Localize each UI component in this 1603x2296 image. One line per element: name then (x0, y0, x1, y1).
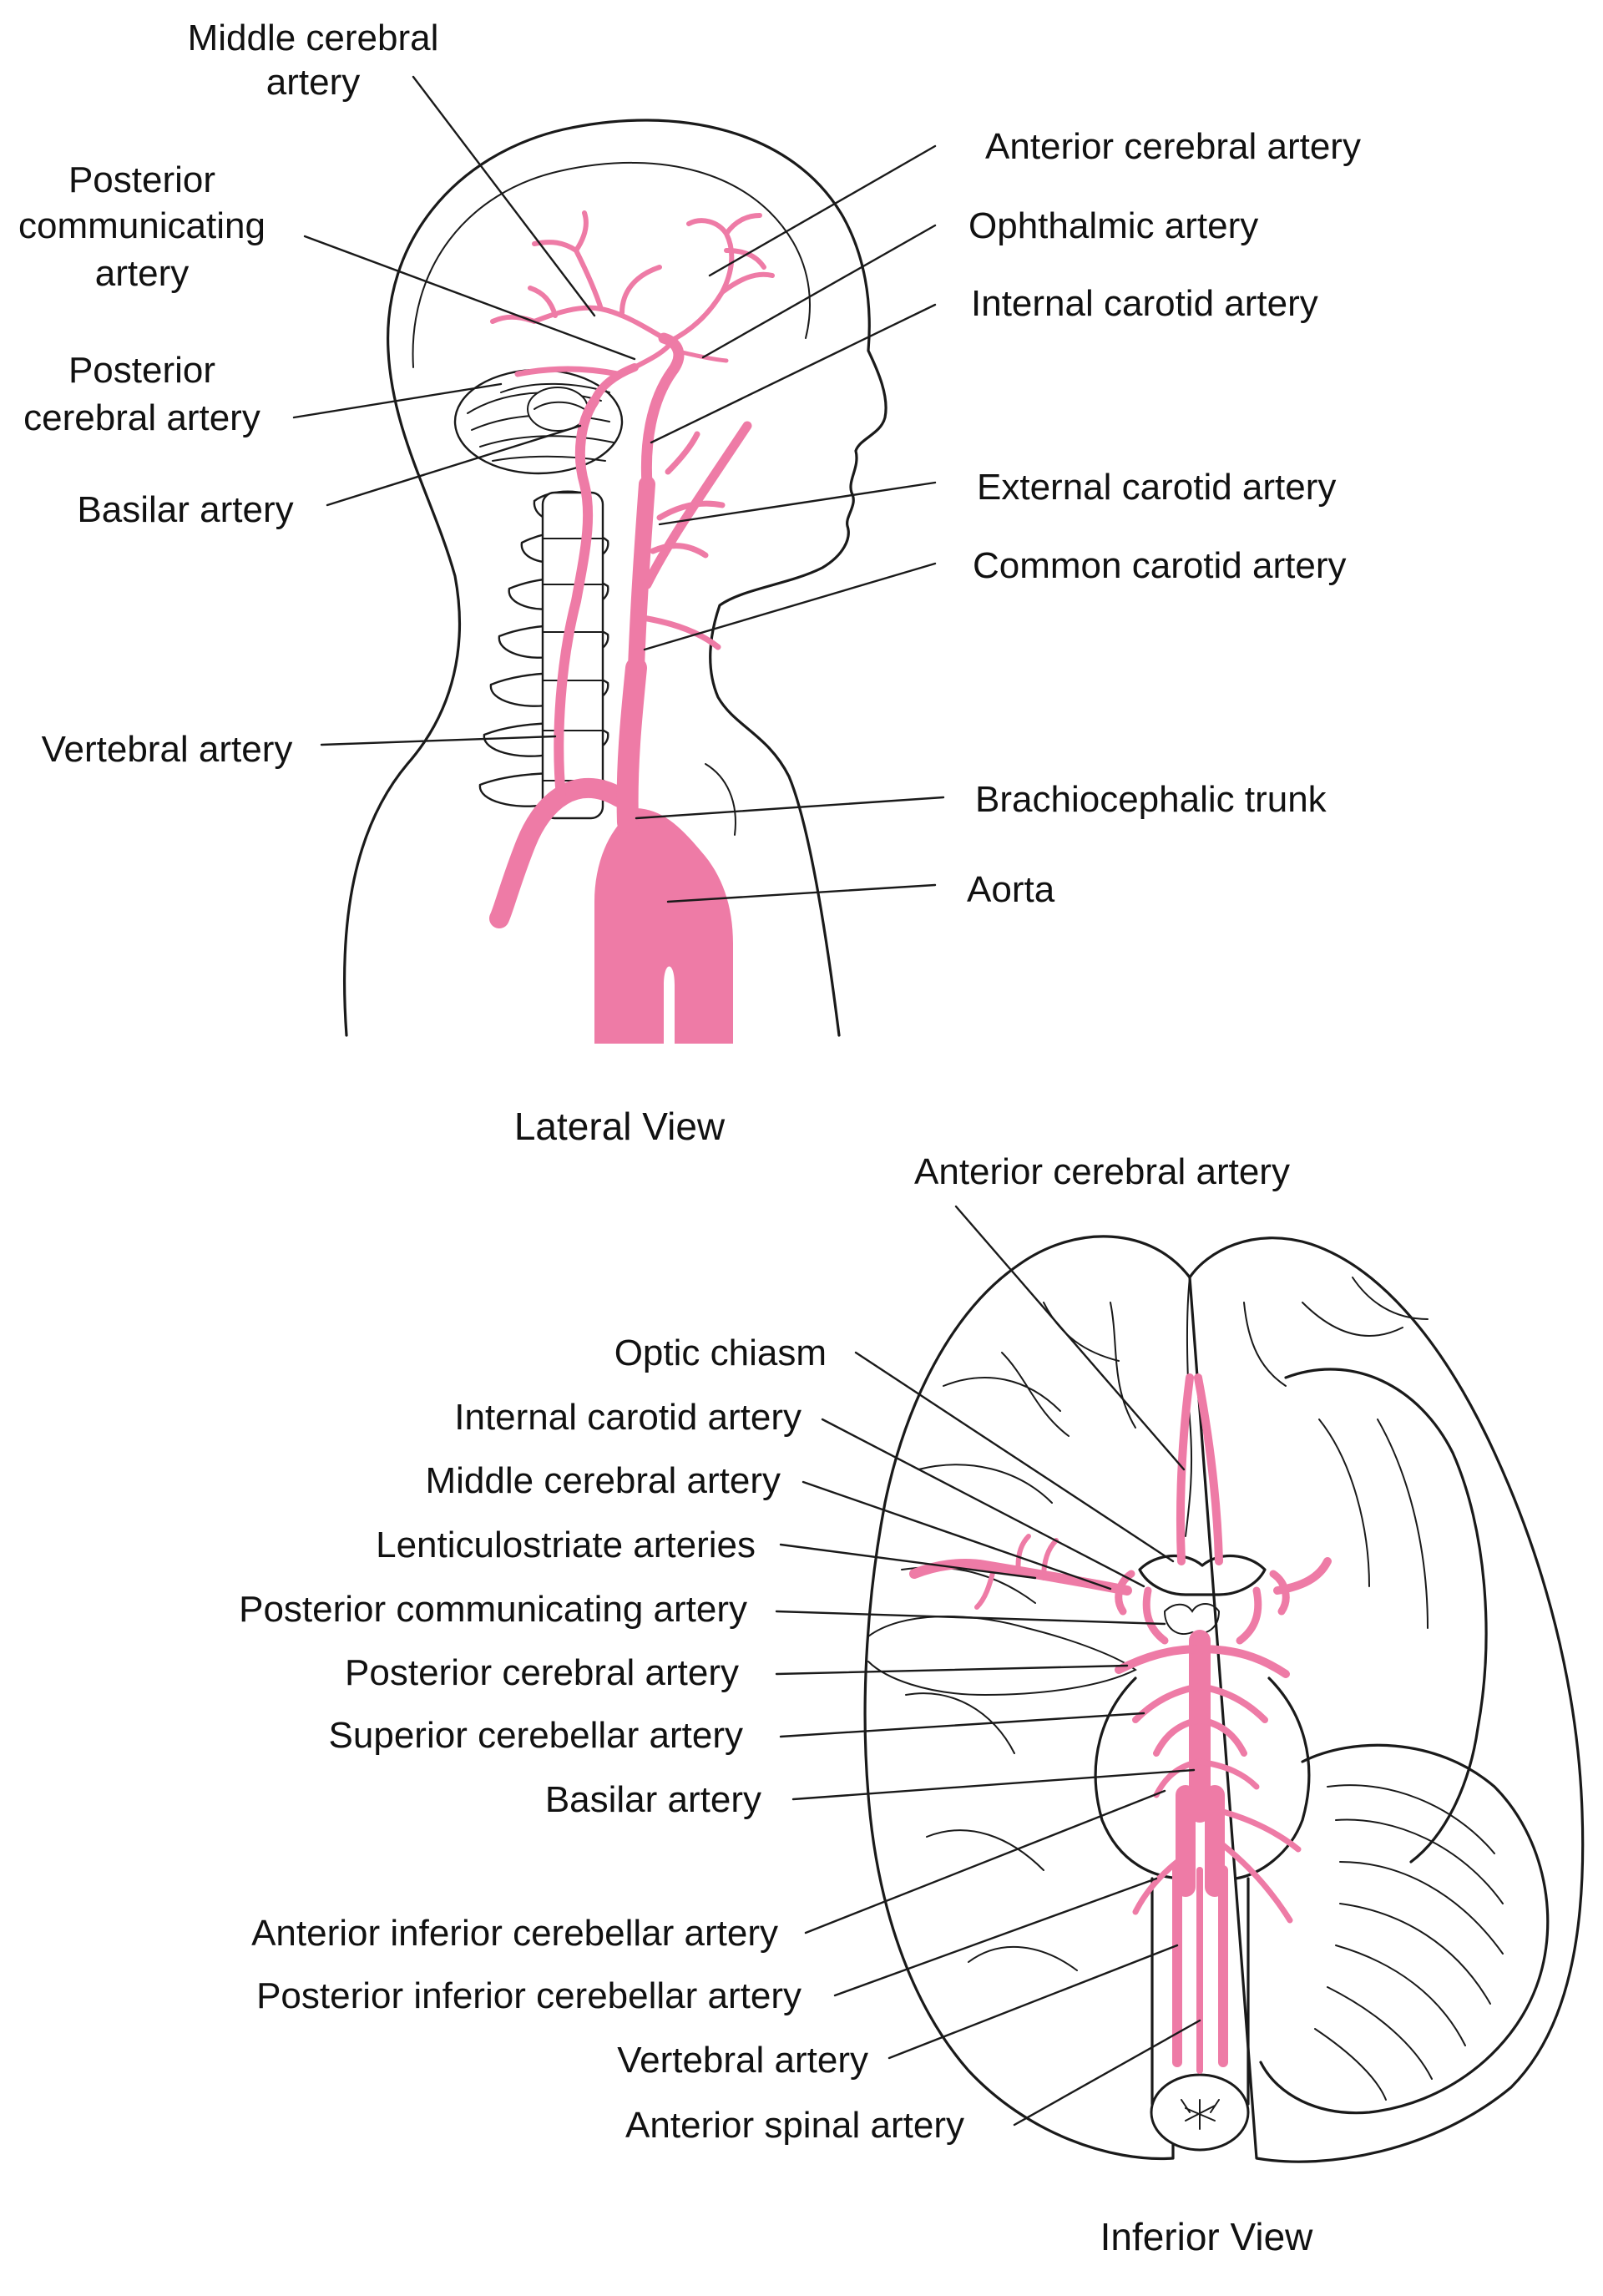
label-basilar-inferior: Basilar artery (545, 1779, 761, 1820)
mammillary-region (1163, 1603, 1221, 1635)
label-internal-carotid-inferior: Internal carotid artery (454, 1397, 802, 1438)
label-posterior-cerebral-inferior: Posterior cerebral artery (345, 1652, 739, 1693)
label-aorta: Aorta (967, 869, 1055, 910)
caption-lateral-view: Lateral View (514, 1105, 726, 1148)
label-lenticulostriate: Lenticulostriate arteries (376, 1525, 756, 1565)
label-posterior-communicating-line2: communicating (18, 205, 265, 246)
label-posterior-communicating-line1: Posterior (68, 159, 215, 200)
anterior-cerebral-tree (665, 213, 775, 345)
label-anterior-cerebral-inferior: Anterior cerebral artery (914, 1151, 1290, 1192)
label-middle-cerebral-line2: artery (266, 62, 360, 103)
spinal-cord-grey-matter (1181, 2099, 1220, 2130)
temporal-lobe-right (1284, 1368, 1488, 1864)
ophthalmic-vessel (672, 348, 729, 363)
optic-chiasm-shape (1138, 1555, 1267, 1596)
trunk-fill (1176, 1785, 1225, 1897)
label-external-carotid: External carotid artery (977, 467, 1336, 508)
external-carotid-vessel (642, 421, 752, 589)
label-posterior-cerebral-line2: cerebral artery (23, 397, 260, 438)
label-middle-cerebral-inferior: Middle cerebral artery (426, 1460, 781, 1501)
label-posterior-cerebral-line1: Posterior (68, 350, 215, 391)
basilar-vessel (590, 363, 639, 405)
posterior-inferior-cerebellar-branches (1132, 1808, 1302, 1924)
anterior-cerebral-pair (1176, 1373, 1223, 1565)
inferior-view: Anterior cerebral artery Optic chiasm In… (239, 1151, 1585, 2258)
internal-carotid-vessel (640, 332, 685, 490)
label-posterior-communicating-inferior: Posterior communicating artery (239, 1589, 747, 1630)
lateral-arteries (489, 210, 775, 1044)
label-brachiocephalic: Brachiocephalic trunk (975, 779, 1327, 820)
common-carotid-vessel (628, 476, 655, 676)
label-posterior-inferior-cerebellar: Posterior inferior cerebellar artery (256, 1975, 802, 2016)
cerebellum-inferior (1259, 1743, 1550, 2115)
posterior-cerebral-vessel (514, 366, 621, 377)
shoulder-fold (705, 763, 736, 836)
middle-cerebral-tree (490, 210, 666, 341)
pons (1094, 1676, 1311, 1880)
label-vertebral-lateral: Vertebral artery (42, 729, 293, 770)
label-posterior-communicating-line3: artery (95, 253, 189, 294)
label-vertebral-inferior: Vertebral artery (617, 2040, 868, 2081)
label-anterior-inferior-cerebellar: Anterior inferior cerebellar artery (251, 1913, 778, 1954)
label-ophthalmic: Ophthalmic artery (968, 205, 1258, 246)
lenticulostriate-branches (974, 1534, 1059, 1610)
circle-of-willis (1115, 1570, 1290, 1645)
brain-inferior-outline (863, 1235, 1585, 2163)
temporal-tip-left (867, 1616, 1137, 1697)
gyri-left (901, 1302, 1136, 1971)
middle-cerebral-right (1273, 1557, 1332, 1595)
label-basilar-lateral: Basilar artery (77, 489, 293, 530)
label-internal-carotid-lateral: Internal carotid artery (971, 283, 1318, 324)
label-anterior-cerebral-lateral: Anterior cerebral artery (985, 126, 1361, 167)
longitudinal-fissure (1185, 1277, 1193, 1537)
gyri-right (1243, 1277, 1429, 1629)
label-middle-cerebral-line1: Middle cerebral (188, 18, 439, 58)
middle-cerebral-left (909, 1559, 1132, 1596)
label-anterior-spinal: Anterior spinal artery (625, 2105, 964, 2146)
vertebral-vessel (554, 396, 599, 802)
label-common-carotid: Common carotid artery (973, 545, 1346, 586)
head-silhouette (342, 119, 887, 1037)
external-carotid-branches (640, 431, 726, 650)
lateral-view: Middle cerebral artery Posterior communi… (18, 18, 1361, 1148)
caption-inferior-view: Inferior View (1100, 2215, 1314, 2258)
skull-inner-outline (412, 161, 811, 368)
aorta-arch-and-descending (594, 808, 733, 1044)
posterior-communicating-vessel (632, 344, 670, 370)
inferior-labels: Anterior cerebral artery Optic chiasm In… (239, 1151, 1313, 2258)
vertebral-arteries-inferior (1172, 1865, 1228, 2067)
inferior-arteries (909, 1373, 1332, 2074)
medulla-spinal-cord (1150, 1877, 1250, 2106)
superior-cerebellar-branches (1132, 1683, 1268, 1757)
label-superior-cerebellar: Superior cerebellar artery (329, 1715, 743, 1756)
subclavian-artery (489, 778, 630, 928)
brachiocephalic-trunk-vessel (616, 657, 647, 833)
inferior-leader-lines (775, 1205, 1201, 2127)
label-optic-chiasm: Optic chiasm (614, 1333, 827, 1373)
lateral-labels: Middle cerebral artery Posterior communi… (18, 18, 1361, 1148)
anterior-inferior-cerebellar-branches (1153, 1758, 1260, 1798)
lateral-leader-lines (292, 75, 945, 903)
